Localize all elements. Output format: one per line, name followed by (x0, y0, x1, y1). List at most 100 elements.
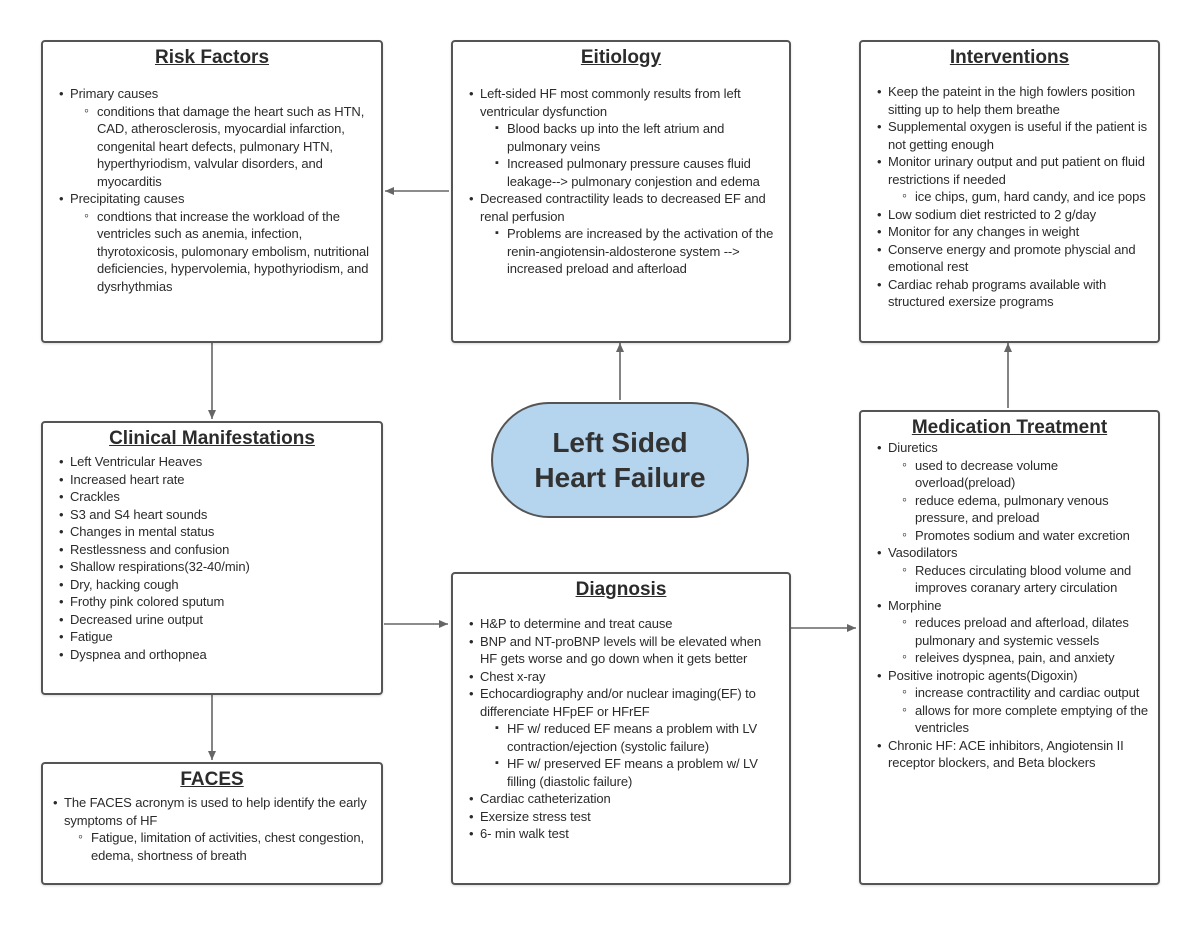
interventions-title: Interventions (949, 47, 1070, 68)
list-item: S3 and S4 heart sounds (57, 506, 371, 524)
list-item-text: Chest x-ray (480, 668, 546, 684)
clinical-manifestations-title: Clinical Manifestations (109, 428, 315, 449)
list-item: Cardiac rehab programs available with st… (875, 276, 1154, 311)
list-item: Chest x-ray (467, 668, 779, 686)
sub-list: increase contractility and cardiac outpu… (888, 683, 1148, 737)
sub-list: Reduces circulating blood volume and imp… (888, 561, 1148, 597)
sub-list-item: Problems are increased by the activation… (480, 225, 779, 278)
list-item-text: Supplemental oxygen is useful if the pat… (888, 119, 1148, 152)
list-item: Frothy pink colored sputum (57, 593, 371, 611)
list-item-text: Cardiac rehab programs available with st… (888, 276, 1107, 310)
list-item-text: Dry, hacking cough (70, 576, 179, 592)
list-item-text: Changes in mental status (70, 524, 215, 539)
list-item-text: Positive inotropic agents(Digoxin) (888, 667, 1078, 683)
list-item-text: Decreased urine output (70, 611, 203, 627)
list-item: Chronic HF: ACE inhibitors, Angiotensin … (875, 737, 1148, 772)
list-item-text: Fatigue (70, 629, 113, 644)
sub-list: Blood backs up into the left atrium and … (480, 120, 779, 190)
risk-factors-box: Risk Factors Primary causesconditions th… (41, 40, 383, 343)
sub-list: condtions that increase the workload of … (70, 207, 371, 296)
medication-treatment-title: Medication Treatment (911, 417, 1108, 438)
list-item: Changes in mental status (57, 523, 371, 541)
risk-factors-list: Primary causesconditions that damage the… (57, 85, 371, 295)
sub-list-item: releives dyspnea, pain, and anxiety (888, 648, 1148, 667)
list-item: BNP and NT-proBNP levels will be elevate… (467, 633, 779, 668)
list-item-text: Cardiac catheterization (480, 791, 611, 806)
list-item-text: Chronic HF: ACE inhibitors, Angiotensin … (888, 737, 1124, 771)
list-item: Echocardiography and/or nuclear imaging(… (467, 685, 779, 790)
list-item-text: S3 and S4 heart sounds (70, 506, 208, 522)
list-item: Left-sided HF most commonly results from… (467, 85, 779, 190)
sub-list: reduces preload and afterload, dilates p… (888, 613, 1148, 667)
sub-list-item: ice chips, gum, hard candy, and ice pops (888, 187, 1154, 206)
clinical-manifestations-box: Clinical Manifestations Left Ventricular… (41, 421, 383, 695)
list-item: Low sodium diet restricted to 2 g/day (875, 206, 1154, 224)
etiology-list: Left-sided HF most commonly results from… (467, 85, 779, 278)
list-item: Supplemental oxygen is useful if the pat… (875, 118, 1154, 153)
faces-title: FACES (180, 769, 244, 790)
list-item-text: Shallow respirations(32-40/min) (70, 559, 250, 574)
list-item-text: Increased heart rate (70, 471, 185, 487)
faces-list: The FACES acronym is used to help identi… (51, 794, 371, 864)
list-item-text: Frothy pink colored sputum (70, 594, 225, 609)
sub-list-item: conditions that damage the heart such as… (70, 102, 371, 191)
diagnosis-box: Diagnosis H&P to determine and treat cau… (451, 572, 791, 885)
list-item: Conserve energy and promote physcial and… (875, 241, 1154, 276)
list-item: Increased heart rate (57, 471, 371, 489)
sub-list-item: reduce edema, pulmonary venous pressure,… (888, 491, 1148, 527)
list-item-text: Restlessness and confusion (70, 541, 230, 557)
etiology-title: Eitiology (580, 47, 662, 68)
list-item: Keep the pateint in the high fowlers pos… (875, 83, 1154, 118)
faces-box: FACES The FACES acronym is used to help … (41, 762, 383, 885)
medication-treatment-box: Medication Treatment Diureticsused to de… (859, 410, 1160, 885)
list-item-text: 6- min walk test (480, 826, 569, 841)
list-item-text: Conserve energy and promote physcial and… (888, 241, 1136, 275)
interventions-list: Keep the pateint in the high fowlers pos… (875, 83, 1154, 311)
sub-list-item: used to decrease volume overload(preload… (888, 456, 1148, 492)
list-item: Monitor urinary output and put patient o… (875, 153, 1154, 206)
list-item-text: H&P to determine and treat cause (480, 616, 673, 631)
sub-list-item: allows for more complete emptying of the… (888, 701, 1148, 737)
list-item: Shallow respirations(32-40/min) (57, 558, 371, 576)
list-item: Dry, hacking cough (57, 576, 371, 594)
central-topic-line-1: Left Sided (552, 427, 688, 458)
list-item-text: Decreased contractility leads to decreas… (480, 191, 766, 224)
list-item: Fatigue (57, 628, 371, 646)
list-item: Cardiac catheterization (467, 790, 779, 808)
sub-list: used to decrease volume overload(preload… (888, 456, 1148, 545)
list-item-text: Vasodilators (888, 545, 958, 560)
list-item-text: Monitor urinary output and put patient o… (888, 154, 1145, 187)
sub-list: Problems are increased by the activation… (480, 225, 779, 278)
sub-list: Fatigue, limitation of activities, chest… (64, 828, 371, 864)
list-item: Restlessness and confusion (57, 541, 371, 559)
sub-list-item: increase contractility and cardiac outpu… (888, 683, 1148, 702)
list-item: Crackles (57, 488, 371, 506)
list-item-text: Keep the pateint in the high fowlers pos… (888, 84, 1136, 117)
etiology-box: Eitiology Left-sided HF most commonly re… (451, 40, 791, 343)
sub-list-item: Increased pulmonary pressure causes flui… (480, 155, 779, 190)
list-item: VasodilatorsReduces circulating blood vo… (875, 544, 1148, 597)
list-item: The FACES acronym is used to help identi… (51, 794, 371, 864)
sub-list-item: HF w/ preserved EF means a problem w/ LV… (480, 755, 779, 790)
list-item: Diureticsused to decrease volume overloa… (875, 439, 1148, 544)
list-item-text: Diuretics (888, 440, 938, 455)
list-item: Precipitating causescondtions that incre… (57, 190, 371, 295)
list-item: Decreased urine output (57, 611, 371, 629)
list-item-text: Low sodium diet restricted to 2 g/day (888, 206, 1097, 222)
list-item-text: Left Ventricular Heaves (70, 454, 203, 469)
sub-list-item: Fatigue, limitation of activities, chest… (64, 828, 371, 864)
list-item-text: Exersize stress test (480, 808, 591, 824)
list-item-text: Morphine (888, 597, 942, 613)
list-item: H&P to determine and treat cause (467, 615, 779, 633)
medication-list: Diureticsused to decrease volume overloa… (875, 439, 1148, 772)
sub-list-item: condtions that increase the workload of … (70, 207, 371, 296)
interventions-box: Interventions Keep the pateint in the hi… (859, 40, 1160, 343)
list-item: Primary causesconditions that damage the… (57, 85, 371, 190)
list-item-text: Monitor for any changes in weight (888, 224, 1080, 239)
sub-list-item: HF w/ reduced EF means a problem with LV… (480, 720, 779, 755)
diagnosis-title: Diagnosis (575, 579, 667, 600)
sub-list: ice chips, gum, hard candy, and ice pops (888, 187, 1154, 206)
list-item-text: Echocardiography and/or nuclear imaging(… (480, 686, 756, 719)
list-item: Positive inotropic agents(Digoxin)increa… (875, 667, 1148, 737)
